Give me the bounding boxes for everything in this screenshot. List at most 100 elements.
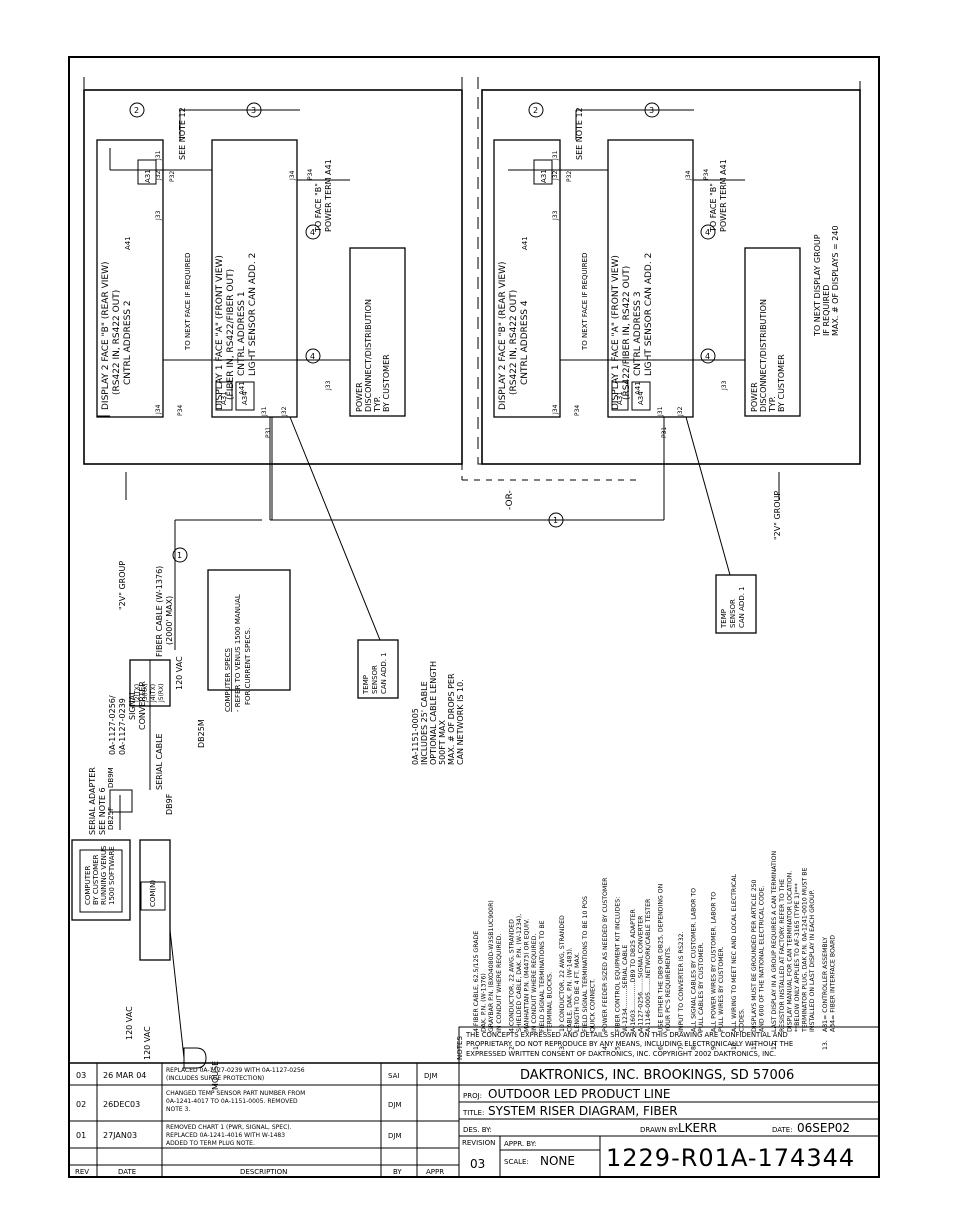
conv-port-1: J2(TX): [134, 684, 141, 703]
note-line: A-1146-0005.......NETWORK/CABLE TESTER: [645, 898, 652, 1032]
right-d1-a34: A34: [637, 391, 645, 405]
right-circle-3: [644, 102, 660, 118]
fiber-cable-2: (2000' MAX): [165, 596, 174, 645]
rev-row3-desc-1: REMOVED CHART 1 (PWR, SIGNAL, SPEC).: [166, 1124, 292, 1131]
converter-2: 0A-1127-0239: [118, 698, 127, 755]
right-d2-line2: (RS422 IN, RS422 OUT): [509, 290, 519, 395]
confidential-box: [458, 1026, 880, 1064]
right-d1-title: DISPLAY 1 FACE "A" (FRONT VIEW): [611, 255, 621, 410]
rev-row2-by: DJM: [388, 1101, 402, 1109]
right-d1-p31: P31: [661, 427, 668, 438]
right-see-note: SEE NOTE 12: [575, 107, 584, 160]
proj-label: PROJ:: [463, 1092, 482, 1100]
mouse-label: MOUSE: [211, 1061, 220, 1090]
left-temp-3: CAN ADD. 1: [380, 652, 388, 694]
note-line: PULL CABLES BY CUSTOMER.: [698, 942, 705, 1032]
note-number: 12.: [771, 1040, 778, 1050]
left-d2-p34: P34: [177, 405, 184, 416]
note-number: 3: [559, 1046, 566, 1050]
diagram-area: [71, 77, 861, 1069]
computer-vac-b: 120 VAC: [143, 1026, 152, 1060]
rev-header-date: DATE: [118, 1168, 136, 1176]
left-d2-a41: A41: [124, 236, 132, 250]
rev-row2-date: 26DEC03: [103, 1100, 140, 1109]
appr-label: APPR. BY:: [504, 1140, 536, 1148]
note-line: A34= FIBER INTERFACE BOARD: [829, 935, 836, 1032]
note-line: DAK. P.N. (W-1376): [481, 973, 488, 1032]
next-group-3: MAX. # OF DISPLAYS = 240: [831, 225, 840, 336]
title-value: SYSTEM RISER DIAGRAM, FIBER: [488, 1104, 678, 1118]
note-line: TERMINATOR PLUG, DAK P.N. 0A-1241-0010 M…: [802, 867, 809, 1033]
note-line: 10 CONDUCTOR, 22 AWG, STRANDED: [559, 915, 566, 1032]
converter-1: 0A-1127-0256/: [108, 695, 117, 755]
left-to-face-b: TO FACE "B": [314, 183, 323, 233]
note-line: PULL WIRES BY CUSTOMER.: [718, 946, 725, 1032]
left-display2-box: [96, 139, 164, 418]
right-d1-j34: J34: [685, 170, 692, 181]
left-d1-line3: CNTRL ADDRESS 1: [237, 291, 247, 376]
des-label: DES. BY:: [463, 1126, 492, 1134]
right-group-label: "2V" GROUP: [773, 491, 782, 540]
rev-row1-by: SAI: [388, 1072, 399, 1080]
right-temp-box: [715, 574, 757, 634]
rev-row3-by: DJM: [388, 1132, 402, 1140]
right-group-box: [481, 89, 861, 465]
cable-note-3: OPTIONAL CABLE LENGTH: [429, 661, 438, 765]
note-number: 2: [508, 1046, 515, 1050]
computer-vac-a: 120 VAC: [125, 1006, 134, 1040]
rev-header-by: BY: [393, 1168, 402, 1176]
right-d1-j33: J33: [721, 380, 728, 391]
note-line: ALL WIRING TO MEET NEC AND LOCAL ELECTRI…: [731, 873, 738, 1032]
right-d2-j31: J31: [552, 150, 559, 161]
left-d1-j33: J33: [325, 380, 332, 391]
serial-adapter-1: SERIAL ADAPTER: [88, 767, 97, 835]
cable-note-2: INCLUDES 25' CABLE: [420, 681, 429, 765]
right-circle-1-text: 1: [553, 516, 558, 525]
confidential-3: EXPRESSED WRITTEN CONSENT OF DAKTRONICS,…: [466, 1050, 776, 1058]
left-temp-2: SENSOR: [371, 665, 379, 694]
drawing-number: 1229-R01A-174344: [606, 1144, 855, 1172]
date-value: 06SEP02: [797, 1121, 850, 1135]
note-line: **BELOW ONLY APPLIES TO AF-3165 (TYPE 1)…: [794, 883, 801, 1032]
left-d2-j31: J31: [155, 150, 162, 161]
right-d2-a31: A31: [540, 169, 548, 183]
right-circle-3-text: 3: [649, 106, 654, 115]
left-d1-j32: J32: [281, 406, 288, 417]
left-circle-2: [129, 102, 145, 118]
right-d1-j32: J32: [677, 406, 684, 417]
right-d1-a41: A41: [634, 381, 642, 395]
serial-cable-label: SERIAL CABLE: [155, 733, 164, 790]
right-dashed-top: [477, 77, 861, 465]
left-circle-4b: [305, 348, 321, 364]
conv-port-2: J3(RX): [142, 683, 149, 703]
note-line: ALL POWER WIRES BY CUSTOMER. LABOR TO: [711, 892, 718, 1032]
note-line: POWER FEEDER SIZED AS NEEDED BY CUSTOMER: [602, 877, 609, 1032]
com-port-box: [140, 881, 166, 911]
computer-specs-box: [207, 569, 291, 691]
scale-value: NONE: [540, 1154, 575, 1168]
left-d1-a31-box: [215, 381, 233, 411]
right-temp-2: SENSOR: [729, 599, 737, 628]
right-d2-p32: P32: [566, 171, 573, 182]
conv-port-4: J5(RX): [158, 683, 165, 703]
mouse-shape: [183, 1047, 207, 1069]
left-d1-a34-box: [235, 381, 255, 411]
revision-label: REVISION: [462, 1139, 495, 1147]
right-power-1: POWER: [750, 382, 759, 412]
left-circle-1-text: 1: [177, 551, 182, 560]
left-circle-3: [246, 102, 262, 118]
right-d2-j32: J32: [552, 170, 559, 181]
left-power-3: TYP.: [373, 396, 382, 413]
left-d1-j31: J31: [261, 406, 268, 417]
note-number: 8.: [690, 1044, 697, 1050]
right-d1-line4: LIGHT SENSOR CAN ADD. 2: [644, 253, 654, 376]
rev-header-rev: REV: [75, 1168, 89, 1176]
note-line: YOUR PC'S REQUIREMENTS.: [665, 946, 672, 1033]
rev-row1-rev: 03: [76, 1071, 86, 1080]
rev-row1-desc-1: REPLACED 0A-1127-0239 WITH 0A-1127-0256: [166, 1067, 305, 1074]
note-line: 4 CONDUCTOR, 22 AWG, STRANDED: [508, 919, 515, 1032]
left-d1-a31: A31: [220, 391, 228, 405]
right-power-term: POWER TERM A41: [719, 159, 728, 232]
right-display1-box: [607, 139, 694, 418]
